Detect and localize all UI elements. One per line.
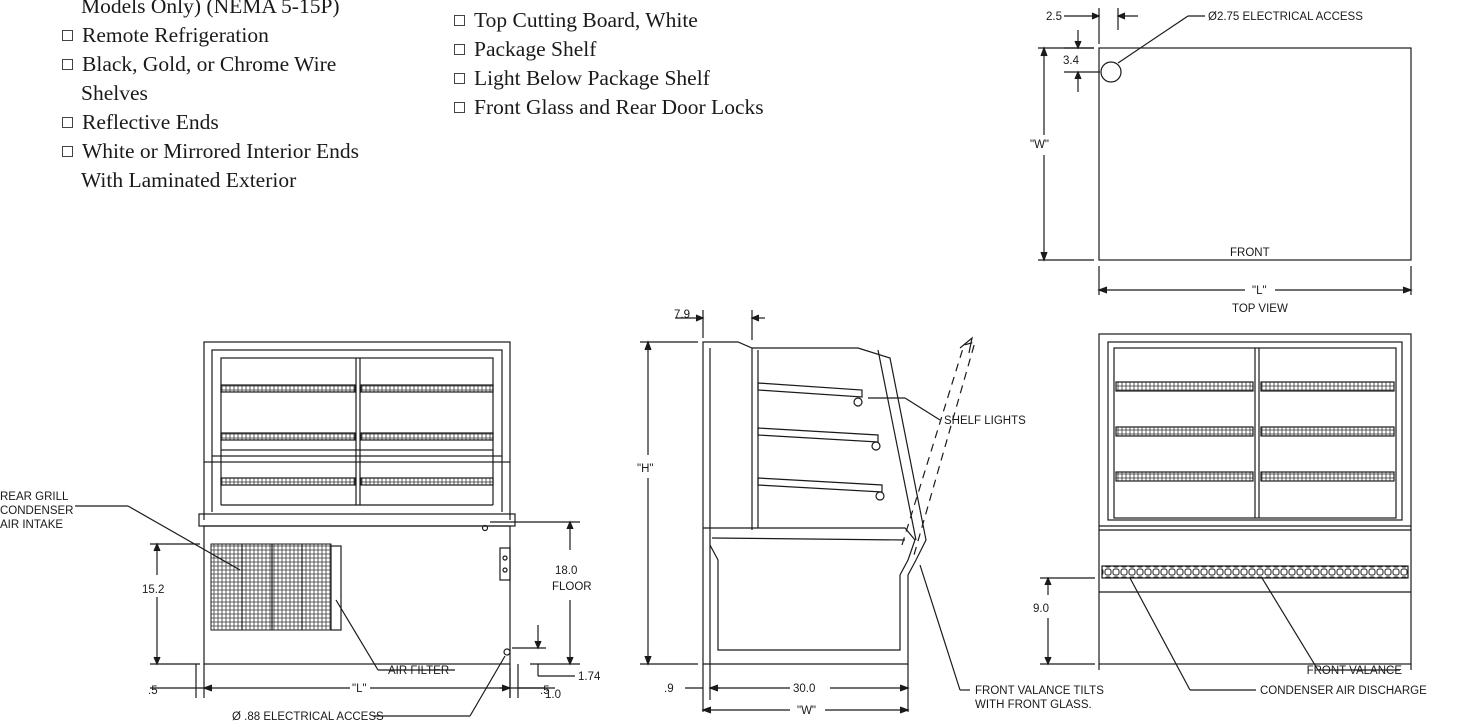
checkbox-icon	[62, 146, 73, 157]
dim-label: 1.0	[545, 689, 561, 701]
grill-label: AIR INTAKE	[0, 519, 63, 531]
dim-label: 15.2	[142, 584, 164, 596]
rear-view	[75, 341, 580, 717]
checkbox-icon	[454, 44, 465, 55]
condenser-discharge-label: CONDENSER AIR DISCHARGE	[1260, 685, 1427, 697]
dim-label: .5	[148, 685, 158, 697]
height-label: "H"	[637, 463, 653, 475]
front-label: FRONT	[1230, 247, 1270, 259]
checkbox-icon	[454, 73, 465, 84]
front-view	[1040, 333, 1412, 691]
checkbox-icon	[62, 30, 73, 41]
option-item: White or Mirrored Interior Ends	[62, 137, 359, 166]
electrical-access-label: Ø .88 ELECTRICAL ACCESS	[232, 711, 384, 723]
grill-label: REAR GRILL	[0, 491, 69, 503]
dim-label: 18.0	[555, 565, 577, 577]
options-list-left: Models Only) (NEMA 5-15P) Remote Refrige…	[62, 0, 359, 195]
dim-label: 1.74	[578, 671, 601, 683]
valance-note: WITH FRONT GLASS.	[975, 699, 1092, 711]
dim-label: 2.5	[1046, 11, 1062, 23]
width-label: "W"	[797, 705, 816, 717]
length-label: "L"	[1252, 285, 1267, 297]
front-valance-label: FRONT VALANCE	[1307, 665, 1403, 677]
option-item-cont: Shelves	[81, 81, 148, 105]
option-item: Package Shelf	[454, 35, 764, 64]
top-view	[1038, 8, 1413, 295]
grill-label: CONDENSER	[0, 505, 73, 517]
valance-note: FRONT VALANCE TILTS	[975, 685, 1104, 697]
dim-label: .9	[664, 683, 674, 695]
option-item: Black, Gold, or Chrome Wire	[62, 50, 359, 79]
view-title: TOP VIEW	[1232, 303, 1288, 315]
checkbox-icon	[62, 117, 73, 128]
checkbox-icon	[454, 102, 465, 113]
dim-label: 3.4	[1063, 55, 1080, 67]
dim-label: 30.0	[793, 683, 815, 695]
dim-label: 7.9	[674, 309, 690, 321]
checkbox-icon	[454, 15, 465, 26]
length-label: "L"	[352, 683, 367, 695]
electrical-access-label: Ø2.75 ELECTRICAL ACCESS	[1208, 11, 1363, 23]
option-item-cont: With Laminated Exterior	[81, 168, 297, 192]
options-list-right: Top Cutting Board, White Package Shelf L…	[454, 6, 764, 122]
dim-label: FLOOR	[552, 581, 592, 593]
air-filter-label: AIR FILTER	[388, 665, 449, 677]
top-view-outline	[1098, 47, 1412, 261]
width-label: "W"	[1030, 139, 1049, 151]
option-item: Remote Refrigeration	[62, 21, 359, 50]
option-item: Top Cutting Board, White	[454, 6, 764, 35]
option-item: Reflective Ends	[62, 108, 359, 137]
dim-label: .5	[540, 685, 550, 697]
option-item-cont: Models Only) (NEMA 5-15P)	[81, 0, 340, 18]
checkbox-icon	[62, 59, 73, 70]
dim-label: 9.0	[1033, 603, 1049, 615]
side-view	[640, 310, 976, 714]
electrical-access-circle	[1100, 61, 1122, 83]
option-item: Light Below Package Shelf	[454, 64, 764, 93]
option-item: Front Glass and Rear Door Locks	[454, 93, 764, 122]
shelf-lights-label: SHELF LIGHTS	[944, 415, 1026, 427]
